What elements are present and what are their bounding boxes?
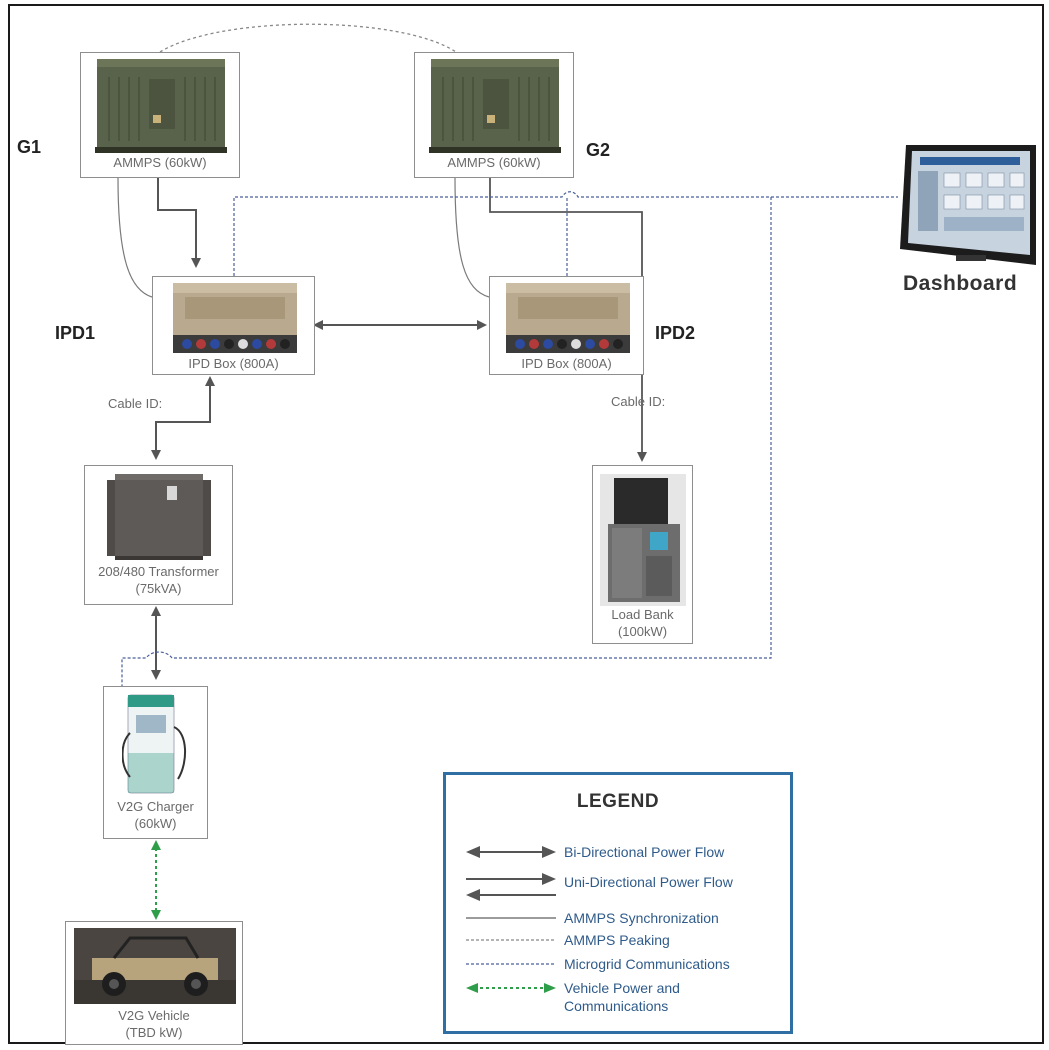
comms-ipd1-dashboard (233, 191, 898, 276)
sync-curve-g2-ipd2 (454, 177, 490, 298)
peaking-link-g1-g2 (159, 23, 457, 53)
sync-line-icon (466, 917, 556, 919)
legend-label-line-2: Communications (564, 998, 669, 1014)
legend: LEGEND Bi-Directional Power Flow Uni-Dir… (443, 772, 793, 1034)
ipd-box-image (173, 283, 297, 353)
g1-caption: AMMPS (60kW) (113, 155, 207, 170)
comms-line-icon (466, 963, 556, 965)
legend-label: AMMPS Synchronization (564, 910, 719, 926)
legend-item-vehicle: Vehicle Power and Communications (446, 973, 790, 1017)
g1-label: G1 (17, 137, 42, 157)
charger-rating: (60kW) (134, 816, 177, 831)
generator-image (95, 59, 227, 153)
vehicle-rating: (TBD kW) (125, 1025, 183, 1040)
node-load-bank: Load Bank (100kW) (592, 465, 693, 644)
legend-item-comms: Microgrid Communications (446, 949, 790, 979)
transformer-caption: 208/480 Transformer (98, 564, 219, 579)
load-bank-rating: (100kW) (617, 624, 668, 639)
unidirectional-arrow-icon (466, 873, 556, 901)
g2-caption: AMMPS (60kW) (447, 155, 541, 170)
legend-item-bidirectional: Bi-Directional Power Flow (446, 837, 790, 867)
charger-caption: V2G Charger (117, 799, 194, 814)
dashboard-monitor-image (900, 145, 1036, 265)
vehicle-caption: V2G Vehicle (118, 1008, 190, 1023)
diagram-frame (8, 4, 1044, 1044)
ipd2-label: IPD2 (655, 323, 696, 343)
legend-label-line-1: Vehicle Power and (564, 980, 680, 996)
node-ipd1: IPD Box (800A) (152, 276, 315, 375)
legend-title: LEGEND (576, 791, 660, 812)
power-g1-ipd1 (157, 178, 201, 268)
dashboard-label: Dashboard (903, 272, 1018, 295)
legend-label: AMMPS Peaking (564, 932, 670, 948)
node-ipd2: IPD Box (800A) (489, 276, 644, 375)
legend-item-sync: AMMPS Synchronization (446, 903, 790, 933)
vehicle-link-icon (466, 983, 556, 993)
vehicle-image (74, 928, 236, 1004)
legend-label: Bi-Directional Power Flow (564, 844, 725, 860)
g2-label: G2 (586, 140, 611, 160)
cable-id-left: Cable ID: (108, 396, 163, 411)
power-ipd1-transformer (151, 376, 215, 460)
node-v2g-vehicle: V2G Vehicle (TBD kW) (65, 921, 243, 1045)
peaking-line-icon (466, 939, 556, 941)
bidirectional-arrow-icon (466, 846, 556, 858)
legend-label: Uni-Directional Power Flow (564, 874, 733, 890)
legend-label: Vehicle Power and Communications (564, 979, 680, 1015)
node-g2: AMMPS (60kW) (414, 52, 574, 178)
transformer-rating: (75kVA) (135, 581, 182, 596)
charger-image (122, 694, 187, 794)
load-bank-caption: Load Bank (611, 607, 674, 622)
legend-label: Microgrid Communications (564, 956, 730, 972)
ipd-box-image (506, 283, 630, 353)
ipd2-caption: IPD Box (800A) (521, 356, 612, 371)
generator-image (429, 59, 561, 153)
transformer-image (107, 474, 211, 560)
comms-trunk (121, 197, 772, 690)
ipd1-label: IPD1 (55, 323, 96, 343)
ipd1-caption: IPD Box (800A) (188, 356, 279, 371)
load-bank-image (600, 474, 686, 606)
node-v2g-charger: V2G Charger (60kW) (103, 686, 208, 839)
legend-item-peaking: AMMPS Peaking (446, 925, 790, 955)
cable-id-right: Cable ID: (611, 394, 666, 409)
node-g1: AMMPS (60kW) (80, 52, 240, 178)
node-transformer: 208/480 Transformer (75kVA) (84, 465, 233, 605)
legend-item-unidirectional: Uni-Directional Power Flow (446, 867, 790, 907)
sync-curve-g1-ipd1 (117, 177, 153, 298)
